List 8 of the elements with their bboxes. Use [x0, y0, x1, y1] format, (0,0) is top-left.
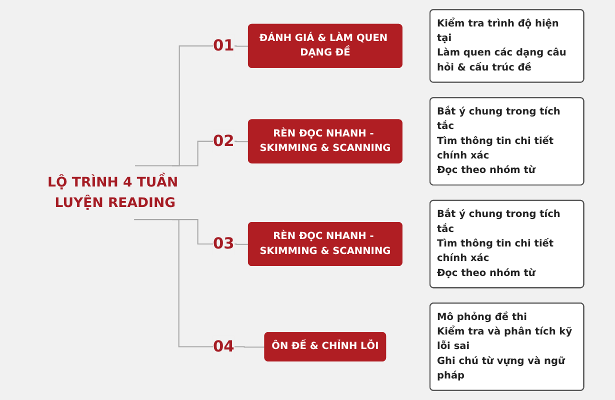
connector	[172, 140, 249, 166]
edge-label: 02	[212, 132, 234, 150]
edge-label: 01	[212, 37, 234, 55]
edge-label: 04	[212, 338, 234, 356]
node-text: LỘ TRÌNH 4 TUẦN LUYỆN READING	[48, 174, 178, 210]
edge-label: 03	[212, 235, 234, 253]
connector	[135, 45, 249, 166]
connector	[134, 219, 265, 348]
